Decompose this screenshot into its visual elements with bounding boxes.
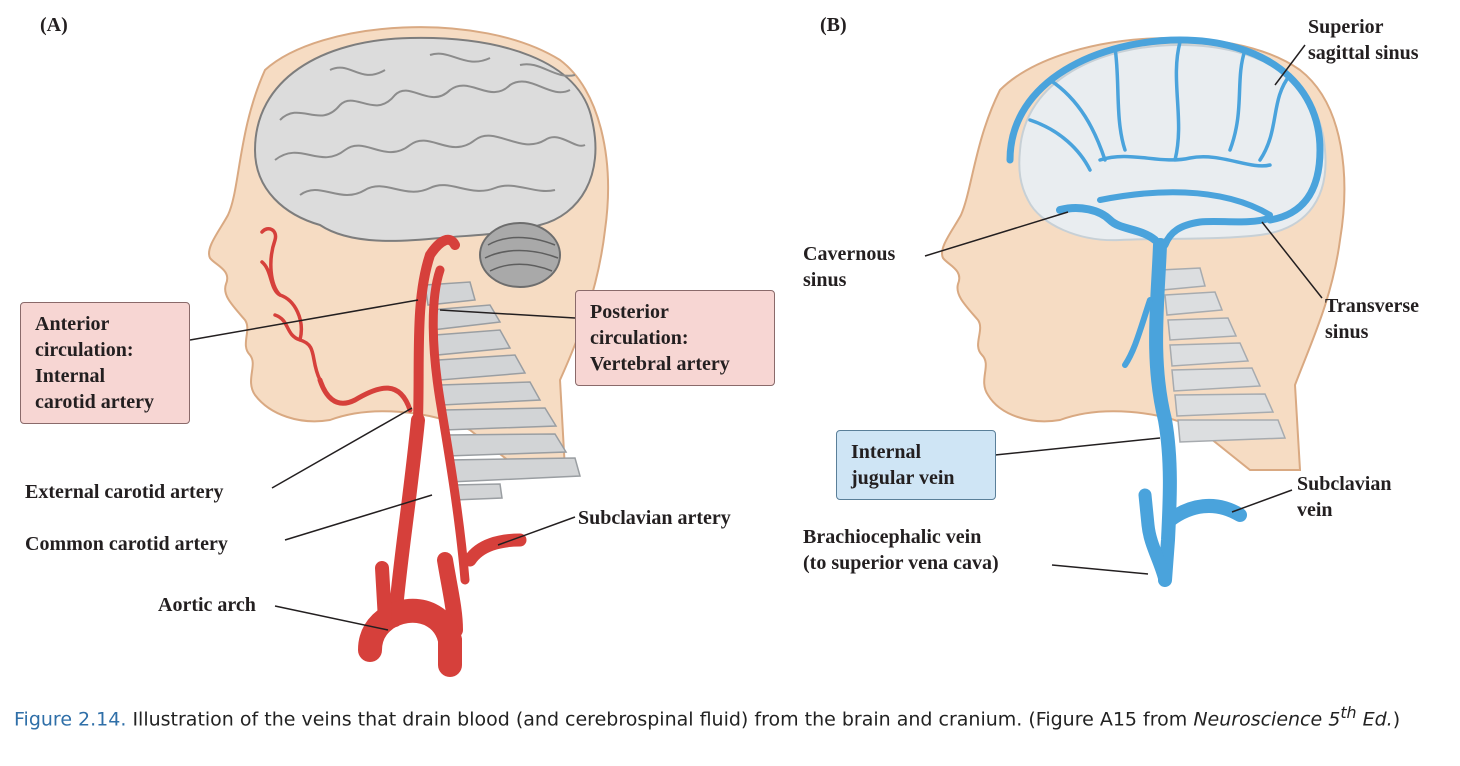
common-carotid-artery [388,413,425,627]
transverse-sinus [1161,214,1274,249]
left-carotid-a [375,561,392,627]
cervical-spine-b [1159,267,1287,443]
internal-carotid-artery [413,234,460,425]
panel-a-leader-lines [189,299,576,631]
caption-close: ) [1392,708,1401,731]
aortic-arch [358,598,462,677]
caption-edition: Ed. [1356,708,1393,731]
posterior-circulation-box: Posterior circulation: Vertebral artery [575,290,775,386]
cavernous-sinus-vein [1056,204,1159,244]
brain [253,36,597,242]
brain-gyri [274,52,586,196]
aortic-arch-label: Aortic arch [158,594,256,616]
internal-jugular-vein-box: Internal jugular vein [836,430,996,500]
anterior-circulation-box: Anterior circulation: Internal carotid a… [20,302,190,424]
panel-a-head [208,26,609,677]
brachiocephalic-vein-label: Brachiocephalic vein (to superior vena c… [803,526,999,574]
cavernous-sinus-label: Cavernous sinus [803,243,896,291]
straight-sinus [1097,189,1273,218]
caption-text: Illustration of the veins that drain blo… [126,708,1194,731]
panel-b-leader-lines [924,44,1323,575]
cerebellum-folia [484,236,559,272]
external-carotid-label: External carotid artery [25,481,224,503]
arteries [260,227,527,677]
external-carotid-artery [317,377,413,413]
transverse-sinus-label: Transverse sinus [1325,295,1420,343]
subclavian-vein [1163,498,1247,527]
panel-b-letter: (B) [820,14,847,36]
subclavian-artery-label: Subclavian artery [578,507,731,529]
internal-jugular-vein [1149,238,1177,587]
caption-figure-number: Figure 2.14. [14,708,127,731]
superior-sagittal-sinus-label: Superior sagittal sinus [1308,16,1419,64]
brain-b [1018,43,1327,242]
subclavian-vein-label: Subclavian vein [1297,473,1392,521]
brachiocephalic-vein [1138,488,1172,587]
external-vein-branch [1122,297,1153,368]
cerebellum [479,222,561,288]
vertebral-artery [428,265,470,585]
caption-superscript: th [1340,703,1357,722]
subclavian-artery [463,533,527,567]
caption-book-title: Neuroscience 5 [1193,708,1341,731]
panel-b-head [941,36,1346,587]
figure-caption: Figure 2.14. Illustration of the veins t… [14,697,1434,735]
panel-a-letter: (A) [40,14,68,36]
common-carotid-label: Common carotid artery [25,533,228,555]
cortical-veins [1028,40,1292,172]
facial-artery-branches [260,227,322,382]
